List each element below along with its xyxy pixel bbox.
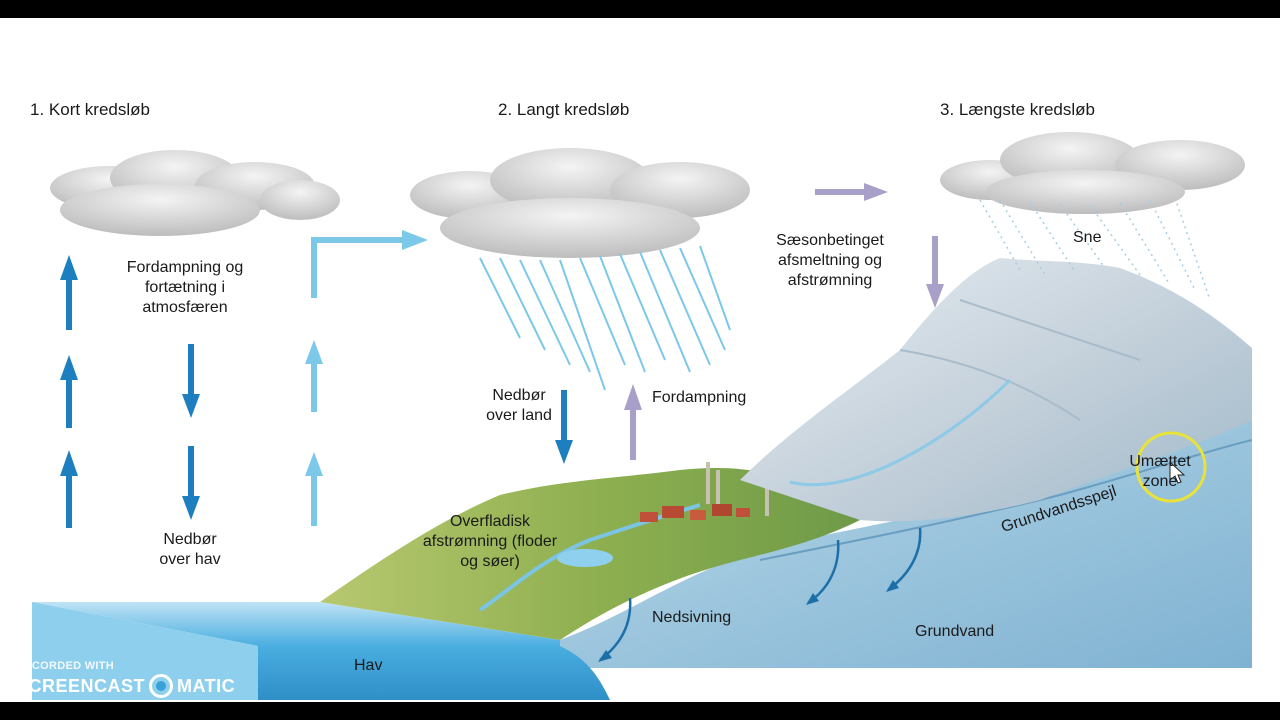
mountain-stream bbox=[789, 378, 1012, 487]
arrow-up-icon bbox=[311, 230, 428, 298]
title-longest-cycle: 3. Længste kredsløb bbox=[940, 100, 1095, 119]
sea-side bbox=[258, 646, 610, 700]
label-evaporation-atmosphere: Fordampning og fortætning i atmosfæren bbox=[126, 259, 244, 316]
label-precipitation-sea: Nedbør over hav bbox=[159, 531, 221, 568]
watermark-brand-right: MATIC bbox=[177, 675, 236, 696]
label-infiltration: Nedsivning bbox=[652, 609, 732, 626]
mountain bbox=[740, 258, 1252, 522]
arrow-up-icon bbox=[305, 340, 323, 526]
arrow-down-icon bbox=[926, 236, 944, 308]
arrow-down-icon bbox=[555, 390, 573, 464]
label-seasonal-melt: Sæsonbetinget afsmeltning og afstrømning bbox=[776, 232, 884, 289]
title-short-cycle: 1. Kort kredsløb bbox=[30, 100, 150, 119]
snow-icon bbox=[979, 197, 1211, 301]
town bbox=[640, 462, 769, 522]
cursor-icon bbox=[1169, 460, 1186, 484]
rain-icon bbox=[479, 245, 731, 391]
label-groundwater: Grundvand bbox=[915, 623, 995, 640]
cloud-icon bbox=[410, 148, 750, 258]
letterbox-top bbox=[0, 0, 1280, 18]
label-sea: Hav bbox=[354, 657, 383, 674]
label-precipitation-land: Nedbør over land bbox=[486, 387, 552, 424]
letterbox-bottom bbox=[0, 702, 1280, 720]
cloud-icon bbox=[50, 150, 340, 236]
watermark-line1: RECORDED WITH bbox=[16, 660, 115, 672]
arrow-up-icon bbox=[624, 384, 642, 460]
label-evaporation: Fordampning bbox=[652, 389, 747, 406]
mountain-ridge bbox=[899, 299, 1141, 421]
arrow-down-icon bbox=[598, 580, 899, 662]
watermark-brand-left: SCREENCAST bbox=[16, 675, 146, 696]
sea-surface bbox=[32, 602, 560, 646]
sea-front bbox=[32, 602, 258, 700]
cloud-icon bbox=[940, 132, 1245, 214]
label-unsaturated-zone: Umættet zone bbox=[1129, 453, 1191, 490]
label-surface-runoff: Overfladisk afstrømning (floder og søer) bbox=[422, 513, 558, 570]
label-snow: Sne bbox=[1073, 229, 1102, 246]
title-long-cycle: 2. Langt kredsløb bbox=[498, 100, 630, 119]
arrow-up-icon bbox=[815, 183, 888, 201]
arrow-up-icon bbox=[60, 255, 78, 528]
lake bbox=[557, 549, 613, 567]
arrow-down-icon bbox=[182, 344, 200, 520]
cursor-highlight bbox=[1135, 431, 1207, 503]
screencast-logo-icon bbox=[149, 674, 174, 698]
screencast-watermark: RECORDED WITH SCREENCAST MATIC bbox=[16, 660, 235, 698]
